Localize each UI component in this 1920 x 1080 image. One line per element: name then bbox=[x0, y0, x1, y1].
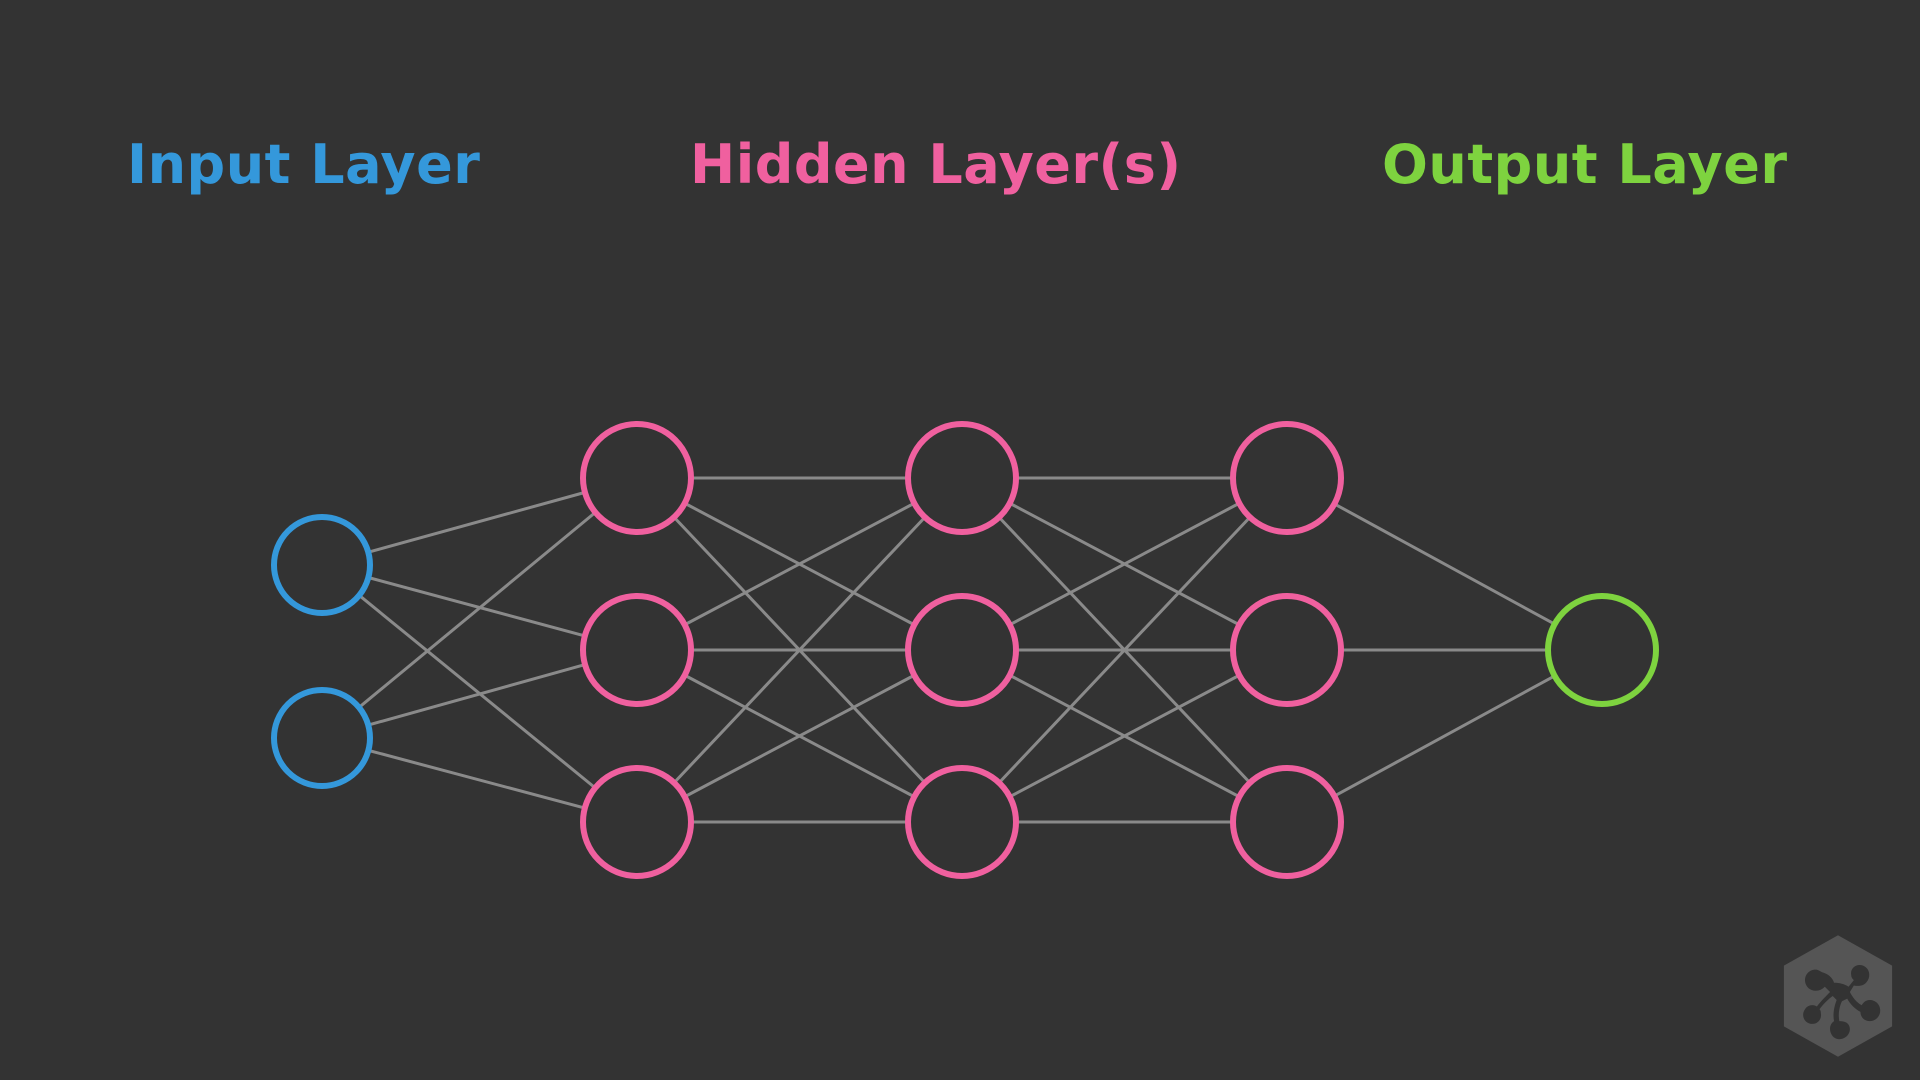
neuron-node-input-1-1 bbox=[271, 514, 373, 616]
connection-edge bbox=[357, 593, 597, 790]
input-layer-title: Input Layer bbox=[127, 133, 481, 196]
neuron-node-input-1-2 bbox=[271, 687, 373, 789]
neuron-node-hidden-4-3 bbox=[1230, 765, 1344, 879]
neuron-node-hidden-2-2 bbox=[580, 593, 694, 707]
connection-edge bbox=[1008, 501, 1241, 627]
neuron-node-hidden-3-3 bbox=[905, 765, 1019, 879]
connection-edge bbox=[683, 673, 916, 799]
hexagon-neuron-logo-icon bbox=[1783, 935, 1893, 1057]
hidden-layer-title: Hidden Layer(s) bbox=[690, 133, 1182, 196]
neuron-node-output-5-1 bbox=[1545, 593, 1659, 707]
neuron-node-hidden-3-1 bbox=[905, 421, 1019, 535]
connection-edges bbox=[357, 476, 1557, 824]
output-layer-title: Output Layer bbox=[1382, 133, 1788, 196]
connection-edge bbox=[1332, 674, 1557, 798]
connection-edge bbox=[1332, 502, 1557, 626]
connection-edge bbox=[366, 490, 587, 554]
connection-edge bbox=[997, 515, 1252, 785]
neuron-nodes bbox=[271, 421, 1659, 879]
neuron-node-hidden-4-1 bbox=[1230, 421, 1344, 535]
connection-edge bbox=[366, 663, 587, 727]
neuron-node-hidden-3-2 bbox=[905, 593, 1019, 707]
connection-edge bbox=[683, 501, 916, 627]
connection-edge bbox=[1008, 673, 1241, 799]
connection-edge bbox=[672, 515, 927, 785]
connection-edge bbox=[366, 576, 587, 638]
neuron-node-hidden-4-2 bbox=[1230, 593, 1344, 707]
neuron-node-hidden-2-1 bbox=[580, 421, 694, 535]
connection-edge bbox=[366, 748, 587, 810]
connection-edge bbox=[357, 510, 597, 709]
neuron-node-hidden-2-3 bbox=[580, 765, 694, 879]
